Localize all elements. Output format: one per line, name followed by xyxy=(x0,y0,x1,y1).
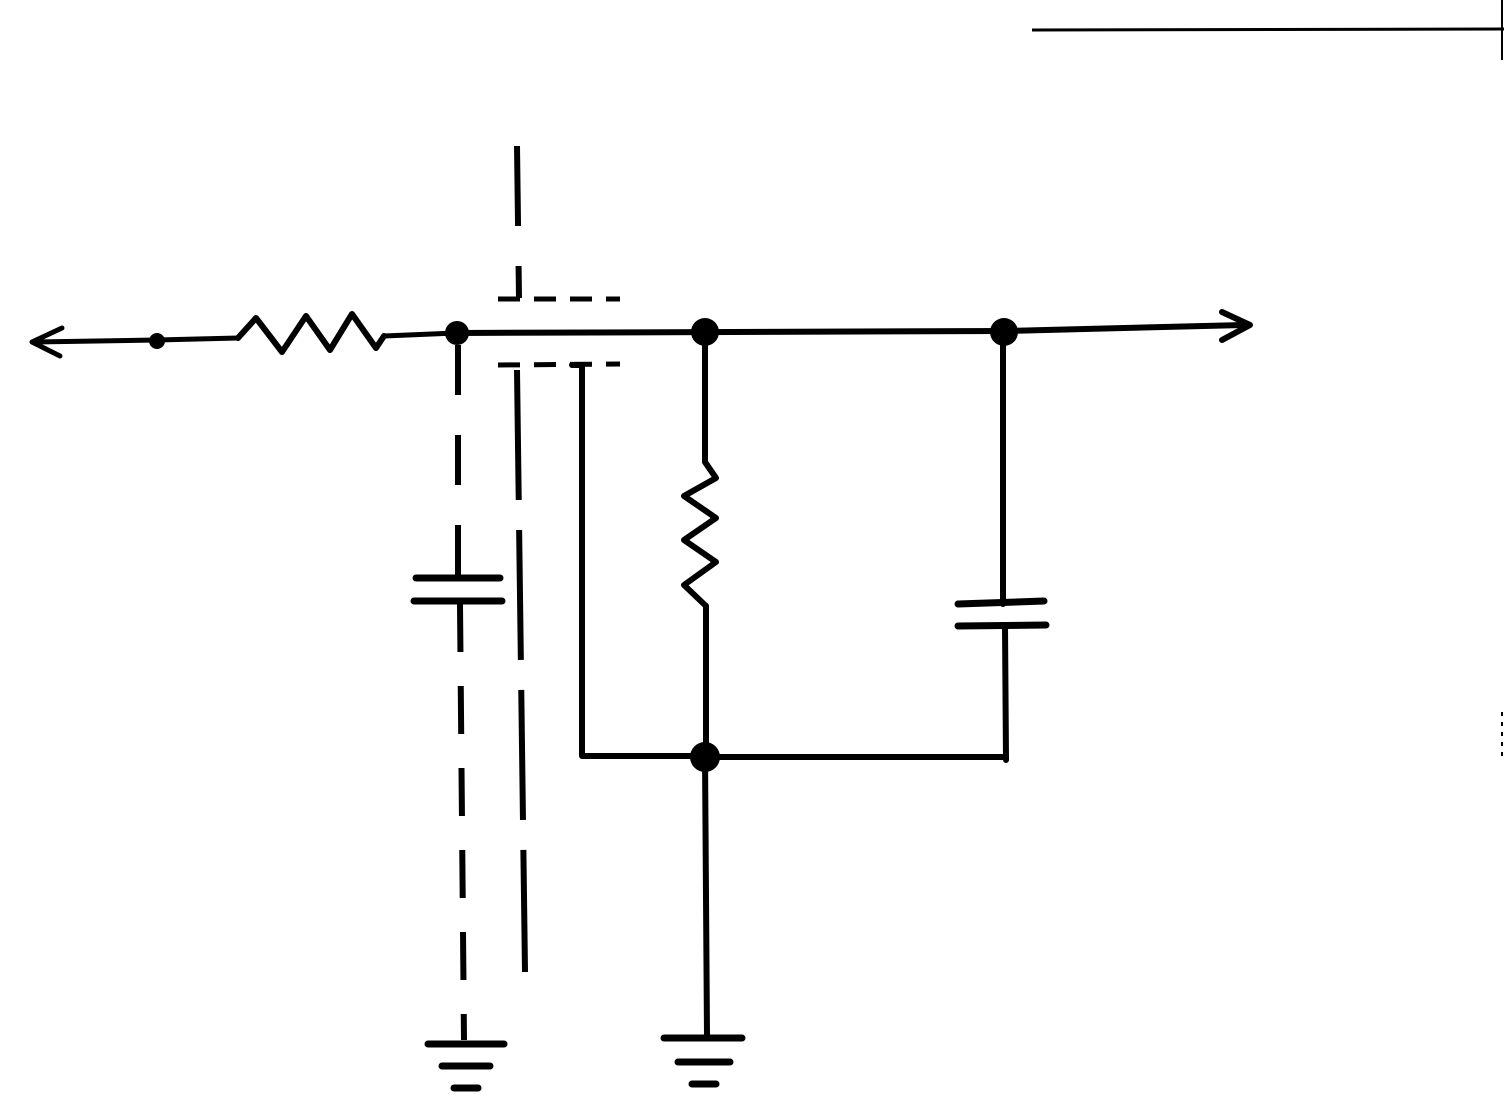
series-resistor-zigzag xyxy=(235,311,387,355)
ground-left xyxy=(424,1040,508,1092)
return-wire-left xyxy=(569,362,708,759)
input-wire xyxy=(31,337,159,345)
main-bus-wire xyxy=(453,328,1007,336)
shunt-capacitor-plate-bottom xyxy=(954,621,1050,630)
output-arrow-head xyxy=(1219,309,1253,343)
series-resistor-lead-right xyxy=(381,330,459,339)
output-wire xyxy=(1001,322,1247,334)
output-terminal xyxy=(1001,309,1253,343)
shunt-capacitor xyxy=(954,329,1050,763)
ground-center-lead xyxy=(702,754,710,1039)
shield-vertical-lower xyxy=(514,369,528,973)
shield-vertical-upper xyxy=(514,145,522,299)
series-resistor xyxy=(154,311,459,355)
parasitic-capacitor xyxy=(410,345,506,1041)
input-terminal xyxy=(29,325,165,359)
shunt-capacitor-lead-bottom xyxy=(1002,623,1009,763)
shunt-resistor xyxy=(681,329,719,759)
shield-bottom-dash xyxy=(497,361,621,368)
ground-center xyxy=(660,754,746,1088)
page-border-line xyxy=(1031,27,1504,32)
shunt-capacitor-plate-top xyxy=(954,597,1048,608)
node-junction-1 xyxy=(445,321,469,345)
shield-enclosure xyxy=(497,145,621,973)
series-resistor-lead-left xyxy=(154,335,241,343)
parasitic-lead-lower xyxy=(457,603,467,1041)
shunt-resistor-zigzag xyxy=(681,459,719,609)
